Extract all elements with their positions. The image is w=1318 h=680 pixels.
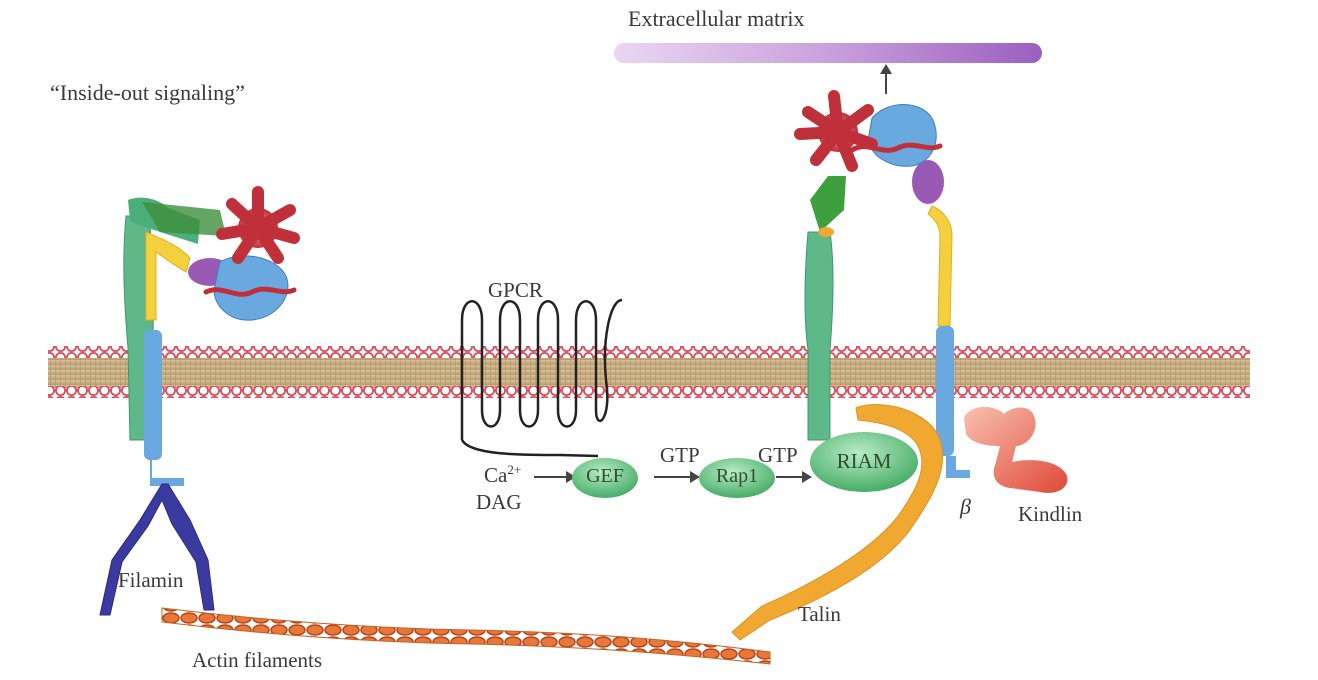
filamin <box>99 483 215 616</box>
talin <box>731 404 944 641</box>
inside-out-signaling-label: “Inside-out signaling” <box>50 80 245 105</box>
ligand-star-left <box>216 186 300 264</box>
beta-head-left <box>213 255 289 321</box>
alpha-subunit-right <box>804 231 834 441</box>
gtp-label-1: GTP <box>660 443 700 467</box>
cell-membrane <box>48 346 1250 398</box>
active-integrin-right <box>794 90 970 478</box>
gtp-label-2: GTP <box>758 443 798 467</box>
talin-label: Talin <box>798 602 841 626</box>
filamin-label: Filamin <box>118 568 184 592</box>
actin-filaments <box>161 607 771 665</box>
beta-head-right <box>867 104 937 167</box>
riam-label: RIAM <box>836 449 892 473</box>
beta-subunit-left <box>144 330 162 460</box>
inactive-integrin-left <box>123 186 300 486</box>
calcium-text: Ca <box>484 463 508 487</box>
ligand-star-right <box>794 90 878 172</box>
kindlin-label: Kindlin <box>1018 502 1083 526</box>
yellow-domain-right <box>927 205 953 327</box>
gpcr-label: GPCR <box>488 278 543 302</box>
beta-label: β <box>960 494 971 519</box>
gef-node <box>572 458 638 498</box>
rap1-label: Rap1 <box>715 465 759 487</box>
calcium-charge: 2+ <box>507 462 522 477</box>
gef-label: GEF <box>586 465 624 487</box>
dag-label: DAG <box>476 490 522 514</box>
rap1-node <box>699 458 775 498</box>
calcium-label: Ca2+ <box>484 462 521 488</box>
gpcr <box>460 298 623 458</box>
extracellular-matrix-bar <box>614 43 1042 63</box>
extracellular-matrix-label: Extracellular matrix <box>628 6 805 31</box>
riam-node <box>810 432 918 492</box>
actin-filaments-label: Actin filaments <box>192 648 323 672</box>
signaling-arrows <box>534 64 892 483</box>
yellow-domain-left <box>145 231 191 321</box>
kindlin <box>964 406 1068 493</box>
purple-domain-right <box>912 160 944 204</box>
beta-subunit-right <box>936 326 954 456</box>
